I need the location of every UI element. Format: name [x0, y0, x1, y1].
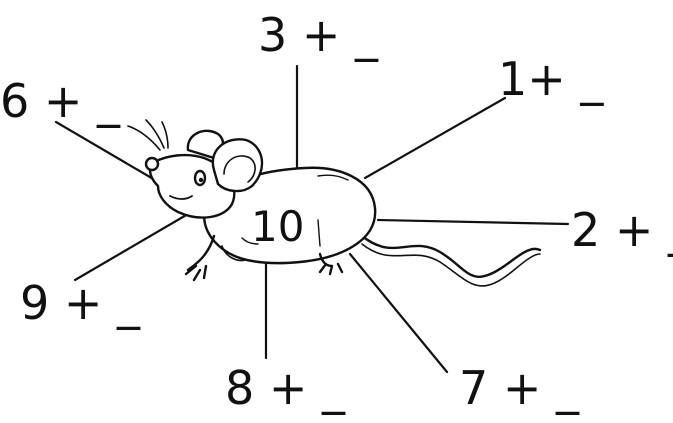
line-to-6	[54, 120, 157, 182]
mouse-ear-front	[211, 138, 264, 193]
line-to-9	[73, 212, 190, 282]
line-to-1	[363, 96, 507, 180]
center-number: 10	[251, 202, 305, 251]
mouse-icon	[127, 119, 542, 287]
problem-2: 2 + _	[571, 203, 673, 257]
mouse-back-leg	[318, 252, 344, 276]
problem-1: 1+ _	[498, 52, 604, 106]
mouse-eye	[193, 169, 207, 187]
mouse-front-leg	[184, 234, 216, 282]
mouse-nose	[144, 156, 160, 172]
problem-3: 3 + _	[258, 8, 379, 62]
problem-9: 9 + _	[20, 276, 141, 330]
problem-8: 8 + _	[225, 361, 346, 415]
mouse-tail	[360, 234, 542, 278]
line-to-7	[348, 252, 449, 374]
line-to-2	[376, 218, 570, 226]
problem-6: 6 + _	[0, 74, 121, 128]
problem-7: 7 + _	[459, 361, 580, 415]
